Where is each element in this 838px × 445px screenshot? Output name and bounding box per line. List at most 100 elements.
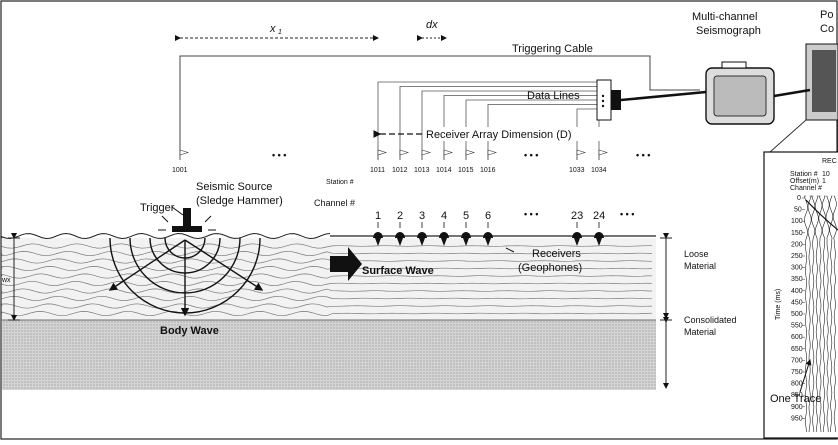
- station-flag: [598, 149, 609, 160]
- geophone-icon: [439, 232, 449, 246]
- computer-label-2: Co: [820, 23, 834, 35]
- geophone-icon: [572, 232, 582, 246]
- receiver-array-label: Receiver Array Dimension (D): [426, 129, 571, 141]
- computer-label: Po: [820, 9, 833, 21]
- seismic-source-label-2: (Sledge Hammer): [196, 195, 283, 207]
- record-time-tick: 650: [791, 346, 803, 353]
- receivers-label-2: (Geophones): [518, 262, 582, 274]
- station-flag: [487, 149, 498, 160]
- seismograph-label: Multi-channel: [692, 11, 757, 23]
- data-line: [377, 81, 597, 150]
- x1-label: x: [269, 23, 276, 35]
- station-number: 1011: [370, 167, 385, 174]
- stratum-line: [1, 243, 652, 249]
- record-trace: [832, 195, 837, 433]
- record-time-tick: 350: [791, 276, 803, 283]
- record-trace: [822, 195, 826, 432]
- ground-surface: [1, 232, 331, 240]
- record-time-tick: 600: [791, 334, 803, 341]
- seismic-source-label: Seismic Source: [196, 181, 272, 193]
- geophone-icon: [483, 232, 493, 246]
- station-flag: [377, 149, 388, 160]
- record-trace: [825, 195, 830, 432]
- station-flag: [179, 149, 190, 160]
- record-time-tick: 900: [791, 404, 803, 411]
- surface-wave-arrow-icon: [330, 247, 362, 281]
- record-trace: [804, 195, 808, 433]
- record-trace: [818, 195, 823, 433]
- ellipsis-1: • • •: [272, 150, 286, 160]
- station-flag: [443, 149, 454, 160]
- ellipsis-5: • • •: [620, 209, 634, 219]
- stratum-line: [1, 265, 653, 272]
- record-offset-header: Offset(m): [790, 178, 819, 185]
- data-line: [399, 86, 597, 150]
- record-time-tick: 300: [791, 265, 803, 272]
- stratum-line: [1, 288, 653, 294]
- stratum-line: [1, 258, 653, 264]
- ellipsis-4: • • •: [524, 209, 538, 219]
- record-time-tick: 850: [791, 392, 803, 399]
- channel-number: 1: [375, 210, 381, 222]
- body-wave-label: Body Wave: [160, 325, 219, 337]
- one-trace-pointer: [799, 359, 812, 393]
- station-label: Station #: [326, 179, 354, 186]
- laptop-icon: [773, 43, 838, 121]
- receivers-pointer: [505, 247, 515, 253]
- data-lines-label: Data Lines: [527, 90, 580, 102]
- record-station-value: 10: [822, 171, 830, 178]
- record-time-tick: 250: [791, 253, 803, 260]
- ellipsis-2: • • •: [524, 150, 538, 160]
- station-number: 1012: [392, 167, 408, 174]
- channel-label: Channel #: [314, 198, 355, 208]
- station-number: 1034: [591, 167, 607, 174]
- channel-number: 4: [441, 210, 447, 222]
- record-traces: [804, 195, 838, 433]
- geophone-icon: [594, 232, 604, 246]
- consolidated-material-label-2: Material: [684, 327, 716, 337]
- station-number: 1015: [458, 167, 474, 174]
- geophone-icon: [395, 232, 405, 246]
- left-depth-marker: wx: [1, 233, 20, 321]
- record-time-tick: 400: [791, 288, 803, 295]
- consolidated-layer: [2, 320, 656, 390]
- stratum-line: [1, 280, 653, 287]
- data-line: [443, 95, 597, 150]
- loose-material-label-2: Material: [684, 261, 716, 271]
- one-trace-label: One Trace: [770, 393, 821, 405]
- record-time-ticks: 0501001502002503003504004505005506006507…: [791, 195, 805, 422]
- station-number: 1001: [172, 167, 188, 174]
- record-time-tick: 50: [794, 207, 802, 214]
- station-number: 1016: [480, 167, 496, 174]
- geophone-icon: [373, 232, 383, 246]
- receivers-label: Receivers: [532, 248, 581, 260]
- record-time-tick: 0: [797, 195, 801, 202]
- receiver-array-label-bg: [424, 127, 604, 141]
- dx-label: dx: [426, 19, 438, 31]
- geophone-icon: [417, 232, 427, 246]
- triggering-cable-label: Triggering Cable: [512, 43, 593, 55]
- record-time-tick: 800: [791, 381, 803, 388]
- triggering-cable: [179, 55, 700, 150]
- record-trace: [814, 195, 819, 433]
- record-time-tick: 100: [791, 218, 803, 225]
- stratum-line: [1, 250, 653, 257]
- record-time-tick: 150: [791, 230, 803, 237]
- channel-number: 5: [463, 210, 469, 222]
- loose-strata-lines: [1, 243, 653, 317]
- first-arrival-curve: [805, 199, 838, 231]
- station-flag: [399, 149, 410, 160]
- cable-connector-icon: [596, 79, 707, 121]
- stratum-line: [1, 273, 653, 279]
- channel-number: 24: [593, 210, 605, 222]
- channel-number: 23: [571, 210, 583, 222]
- record-trace: [807, 195, 812, 433]
- sledge-hammer-icon: [158, 208, 216, 232]
- record-time-tick: 750: [791, 369, 803, 376]
- channel-number: 2: [397, 210, 403, 222]
- station-flag: [576, 149, 587, 160]
- channel-number: 6: [485, 210, 491, 222]
- surface-wave-label: Surface Wave: [362, 265, 434, 277]
- ground: [1, 232, 656, 390]
